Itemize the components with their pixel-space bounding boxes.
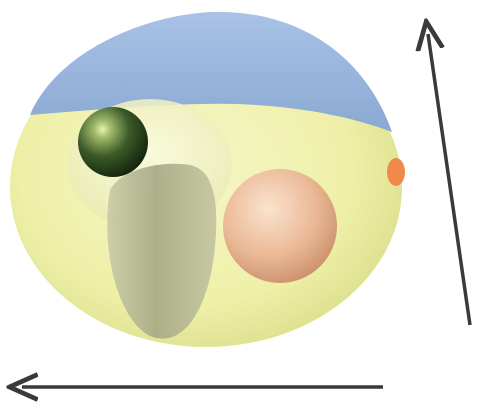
- vertical-arrow: [428, 34, 470, 325]
- orange-nub: [387, 158, 405, 186]
- dark-green-sphere: [78, 107, 148, 177]
- peach-sphere: [223, 169, 337, 283]
